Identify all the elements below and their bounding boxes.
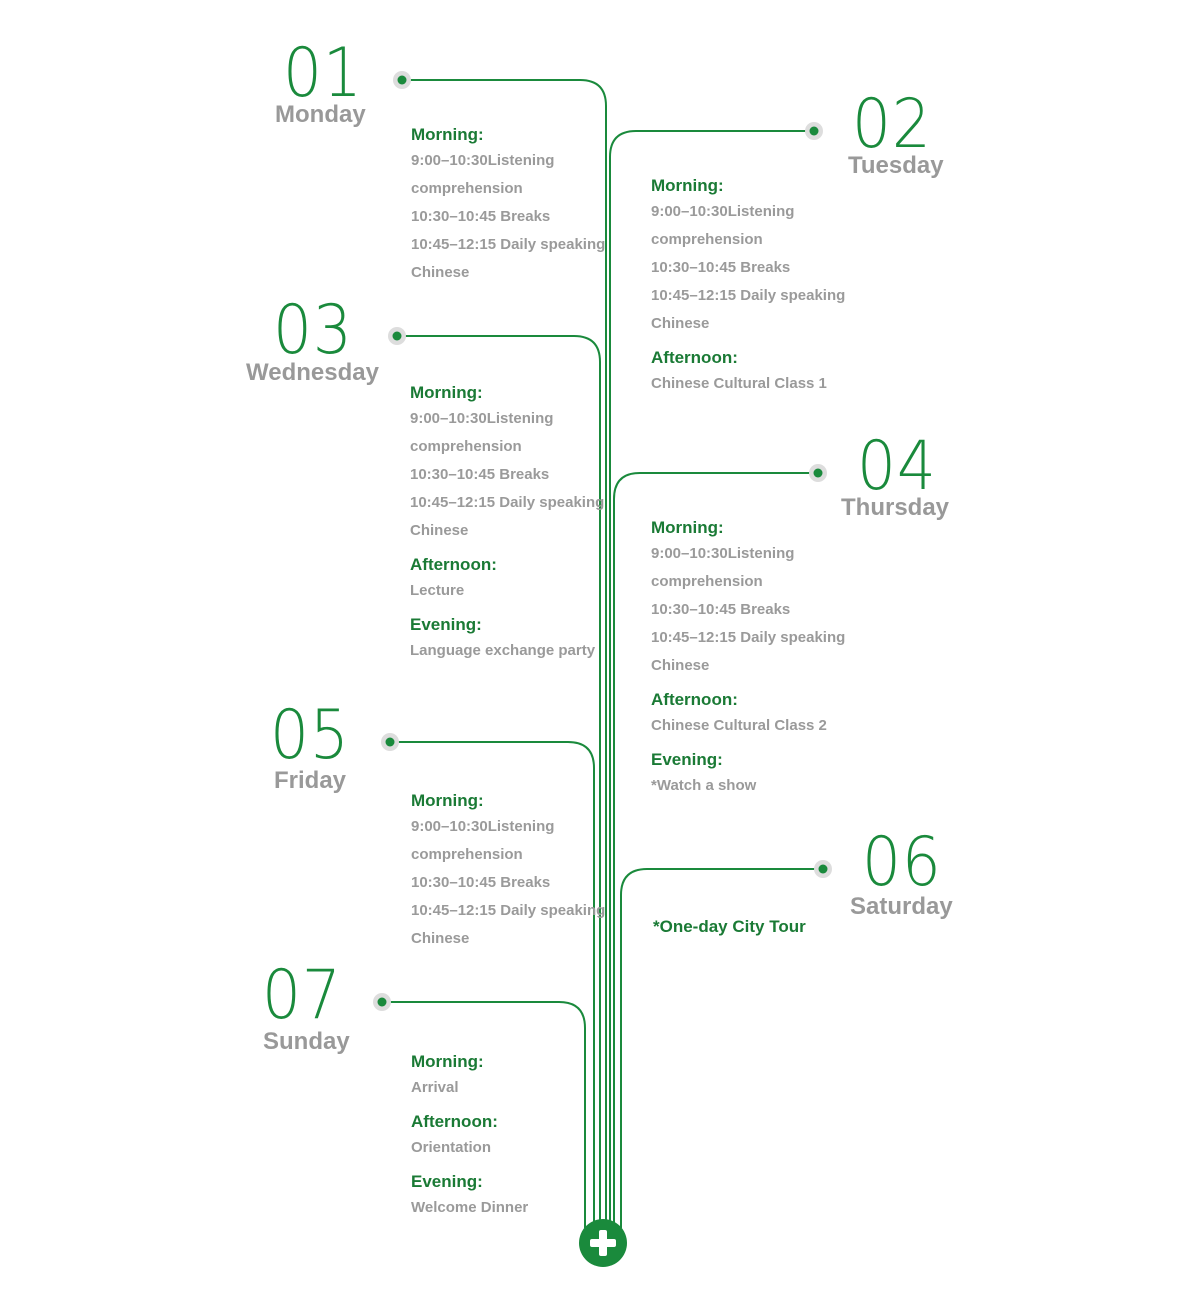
branch-line-wednesday <box>397 335 601 1228</box>
schedule-item: 9:00–10:30Listening comprehension <box>411 818 555 863</box>
schedule-section: Evening: Language exchange party <box>410 613 630 665</box>
branch-line-monday <box>402 79 607 1228</box>
day-number: 01 <box>283 34 363 113</box>
section-title: Afternoon: <box>651 348 738 367</box>
schedule-section: Morning: Arrival <box>411 1050 631 1102</box>
node-dot-saturday[interactable] <box>818 864 828 874</box>
schedule: Morning: 9:00–10:30Listening comprehensio… <box>411 789 631 961</box>
schedule: Morning: 9:00–10:30Listening comprehensio… <box>651 174 871 406</box>
node-dot-thursday[interactable] <box>813 468 823 478</box>
schedule-item: Arrival <box>411 1079 459 1096</box>
schedule-item: 10:30–10:45 Breaks <box>411 208 551 225</box>
schedule-item: 10:30–10:45 Breaks <box>410 466 550 483</box>
schedule-item: Orientation <box>411 1139 492 1156</box>
section-title: Morning: <box>411 1052 484 1071</box>
schedule-item: 10:30–10:45 Breaks <box>411 874 551 891</box>
section-title: Morning: <box>411 125 484 144</box>
section-title: Evening: <box>411 1172 483 1191</box>
day-number: 03 <box>273 291 353 370</box>
section-title: Afternoon: <box>410 555 497 574</box>
schedule-section: Morning: 9:00–10:30Listening comprehensio… <box>411 789 631 953</box>
schedule-section: Afternoon: Lecture <box>410 553 630 605</box>
day-number: 04 <box>857 427 937 506</box>
schedule-section: Morning: 9:00–10:30Listening comprehensio… <box>651 174 871 338</box>
schedule-item: 10:30–10:45 Breaks <box>651 259 791 276</box>
day-name: Friday <box>274 767 347 794</box>
schedule-item: 10:45–12:15 Daily speaking Chinese <box>411 902 606 947</box>
schedule-section: Afternoon: Chinese Cultural Class 2 <box>651 688 871 740</box>
section-title: Afternoon: <box>411 1112 498 1131</box>
section-title: Evening: <box>410 615 482 634</box>
schedule-item: Chinese Cultural Class 1 <box>651 375 827 392</box>
node-dot-tuesday[interactable] <box>809 126 819 136</box>
schedule-item: 10:45–12:15 Daily speaking Chinese <box>411 236 606 281</box>
schedule-section: Morning: 9:00–10:30Listening comprehensio… <box>411 123 631 287</box>
schedule-item: Welcome Dinner <box>411 1199 529 1216</box>
schedule-section: Evening: *Watch a show <box>651 748 871 800</box>
section-title: Afternoon: <box>651 690 738 709</box>
branch-line-thursday <box>613 472 818 1228</box>
day-name: Tuesday <box>848 152 944 179</box>
schedule-item: Chinese Cultural Class 2 <box>651 717 827 734</box>
schedule-item: Lecture <box>410 582 465 599</box>
schedule-section: Morning: 9:00–10:30Listening comprehensio… <box>651 516 871 680</box>
day-number: 07 <box>262 956 342 1035</box>
schedule-item: 9:00–10:30Listening comprehension <box>651 545 795 590</box>
schedule: Morning: 9:00–10:30Listening comprehensio… <box>411 123 631 295</box>
plus-icon[interactable] <box>579 1219 627 1267</box>
day-name: Wednesday <box>246 359 379 386</box>
schedule-item: 10:45–12:15 Daily speaking Chinese <box>651 287 846 332</box>
node-dot-friday[interactable] <box>385 737 395 747</box>
schedule-item: 10:30–10:45 Breaks <box>651 601 791 618</box>
schedule-item: 9:00–10:30Listening comprehension <box>411 152 555 197</box>
schedule-item: 9:00–10:30Listening comprehension <box>651 203 795 248</box>
schedule: Morning: 9:00–10:30Listening comprehensio… <box>410 381 630 673</box>
branch-line-sunday <box>382 1001 586 1228</box>
section-title: Morning: <box>651 176 724 195</box>
day-number: 02 <box>852 85 932 164</box>
schedule-item: *Watch a show <box>651 777 757 794</box>
schedule-section: Morning: 9:00–10:30Listening comprehensio… <box>410 381 630 545</box>
day-name: Monday <box>275 101 366 128</box>
section-title: Morning: <box>651 518 724 537</box>
schedule-section: Afternoon: Orientation <box>411 1110 631 1162</box>
day-number: 05 <box>270 696 350 775</box>
section-title: Morning: <box>411 791 484 810</box>
day-name: Thursday <box>841 494 950 521</box>
schedule: Morning: 9:00–10:30Listening comprehensio… <box>651 516 871 808</box>
schedule-item: 10:45–12:15 Daily speaking Chinese <box>410 494 605 539</box>
day-number: 06 <box>862 823 942 902</box>
schedule-item: 9:00–10:30Listening comprehension <box>410 410 554 455</box>
branch-line-friday <box>390 741 595 1228</box>
node-dot-monday[interactable] <box>397 75 407 85</box>
schedule-item: Language exchange party <box>410 642 596 659</box>
schedule-item: 10:45–12:15 Daily speaking Chinese <box>651 629 846 674</box>
section-title: Morning: <box>410 383 483 402</box>
day-name: Sunday <box>263 1028 350 1055</box>
node-dot-sunday[interactable] <box>377 997 387 1007</box>
schedule-section: Evening: Welcome Dinner <box>411 1170 631 1222</box>
section-title: Evening: <box>651 750 723 769</box>
schedule-section: Afternoon: Chinese Cultural Class 1 <box>651 346 871 398</box>
special-event: *One-day City Tour <box>653 917 806 936</box>
day-name: Saturday <box>850 893 953 920</box>
branch-line-tuesday <box>609 130 814 1228</box>
branch-line-saturday <box>620 868 823 1228</box>
node-dot-wednesday[interactable] <box>392 331 402 341</box>
